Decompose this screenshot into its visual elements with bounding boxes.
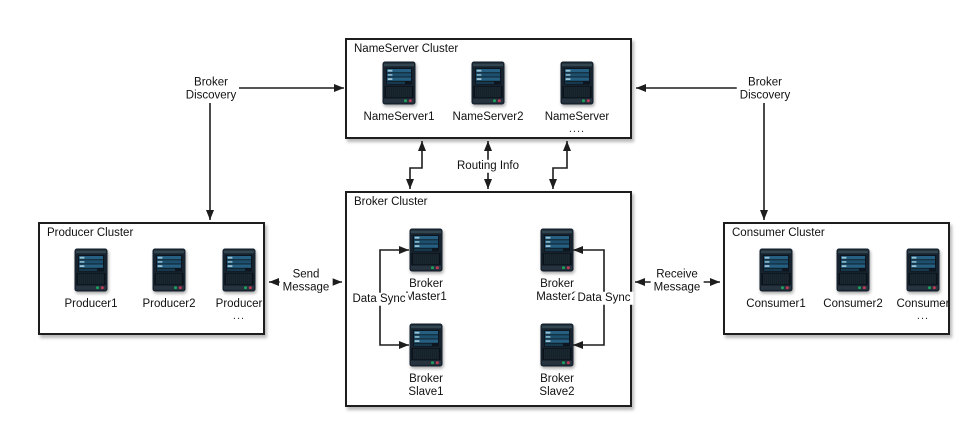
producer-cluster-title: Producer Cluster xyxy=(47,227,134,239)
edge-label-line: Broker xyxy=(748,76,782,89)
edge-label-line: Discovery xyxy=(739,89,791,101)
server-label: Consumer2 xyxy=(823,298,883,310)
edge-label-line: Broker xyxy=(194,76,228,89)
edge-label-receive-message: Receive Message xyxy=(650,268,704,294)
server-icon xyxy=(540,323,574,367)
edge-label-line: Message xyxy=(282,281,330,293)
server-ellipsis: .... xyxy=(568,123,586,135)
server-icon xyxy=(382,61,416,105)
consumer2-node: Consumer2 xyxy=(808,248,898,312)
edge-label-line: Data Sync xyxy=(577,291,631,304)
nameserver-n-node: NameServer .... xyxy=(532,61,622,135)
server-icon xyxy=(836,248,870,292)
server-label: Consumer xyxy=(896,298,950,310)
producer2-node: Producer2 xyxy=(124,248,214,312)
server-icon xyxy=(540,228,574,272)
server-label: NameServer2 xyxy=(452,111,524,123)
server-ellipsis: ... xyxy=(232,310,246,322)
edge-label-line: Receive xyxy=(656,268,698,281)
nameserver1-node: NameServer1 xyxy=(354,61,444,125)
server-label: Broker xyxy=(409,373,443,385)
server-icon xyxy=(759,248,793,292)
server-label: Broker xyxy=(540,278,574,290)
server-label: Broker xyxy=(409,278,443,290)
consumer1-node: Consumer1 xyxy=(731,248,821,312)
server-label: NameServer1 xyxy=(363,111,435,123)
server-icon xyxy=(409,323,443,367)
server-icon xyxy=(906,248,940,292)
server-label-line2: Slave1 xyxy=(408,386,444,398)
server-label: Consumer1 xyxy=(746,298,806,310)
edge-label-send-message: Send Message xyxy=(279,268,333,294)
server-label: Broker xyxy=(540,373,574,385)
nameserver2-node: NameServer2 xyxy=(443,61,533,125)
edge-label-data-sync-left: Data Sync xyxy=(349,292,409,306)
edge-label-broker-discovery-right: Broker Discovery xyxy=(736,76,794,102)
server-icon xyxy=(74,248,108,292)
broker-cluster-title: Broker Cluster xyxy=(354,196,428,208)
edge-label-data-sync-right: Data Sync xyxy=(574,291,634,305)
edge-label-line: Send xyxy=(292,268,320,281)
broker-slave2-node: Broker Slave2 xyxy=(512,323,602,398)
server-label: Producer xyxy=(215,298,263,310)
nameserver-cluster-title: NameServer Cluster xyxy=(354,43,459,55)
server-icon xyxy=(471,61,505,105)
server-icon xyxy=(152,248,186,292)
server-label-line2: Slave2 xyxy=(539,386,575,398)
edge-label-line: Message xyxy=(653,281,701,293)
broker-slave1-node: Broker Slave1 xyxy=(381,323,471,398)
server-icon xyxy=(560,61,594,105)
producer1-node: Producer1 xyxy=(46,248,136,312)
broker-master1-node: Broker Master1 xyxy=(381,228,471,303)
server-label-line2: Master1 xyxy=(405,291,447,303)
edge-label-broker-discovery-left: Broker Discovery xyxy=(182,76,240,102)
server-icon xyxy=(222,248,256,292)
broker-master2-node: Broker Master2 xyxy=(512,228,602,303)
edge-label-line: Routing Info xyxy=(456,159,520,172)
server-label: NameServer xyxy=(544,111,610,123)
server-label-line2: Master2 xyxy=(536,291,578,303)
edge-label-routing-info: Routing Info xyxy=(453,159,523,173)
server-label: Producer2 xyxy=(142,298,196,310)
server-label: Producer1 xyxy=(64,298,118,310)
edge-label-line: Data Sync xyxy=(352,292,406,305)
server-ellipsis: ... xyxy=(916,310,930,322)
consumer-n-node: Consumer ... xyxy=(878,248,968,322)
producer-n-node: Producer ... xyxy=(194,248,284,322)
server-icon xyxy=(409,228,443,272)
edge-label-line: Discovery xyxy=(185,89,237,101)
consumer-cluster-title: Consumer Cluster xyxy=(732,227,825,239)
